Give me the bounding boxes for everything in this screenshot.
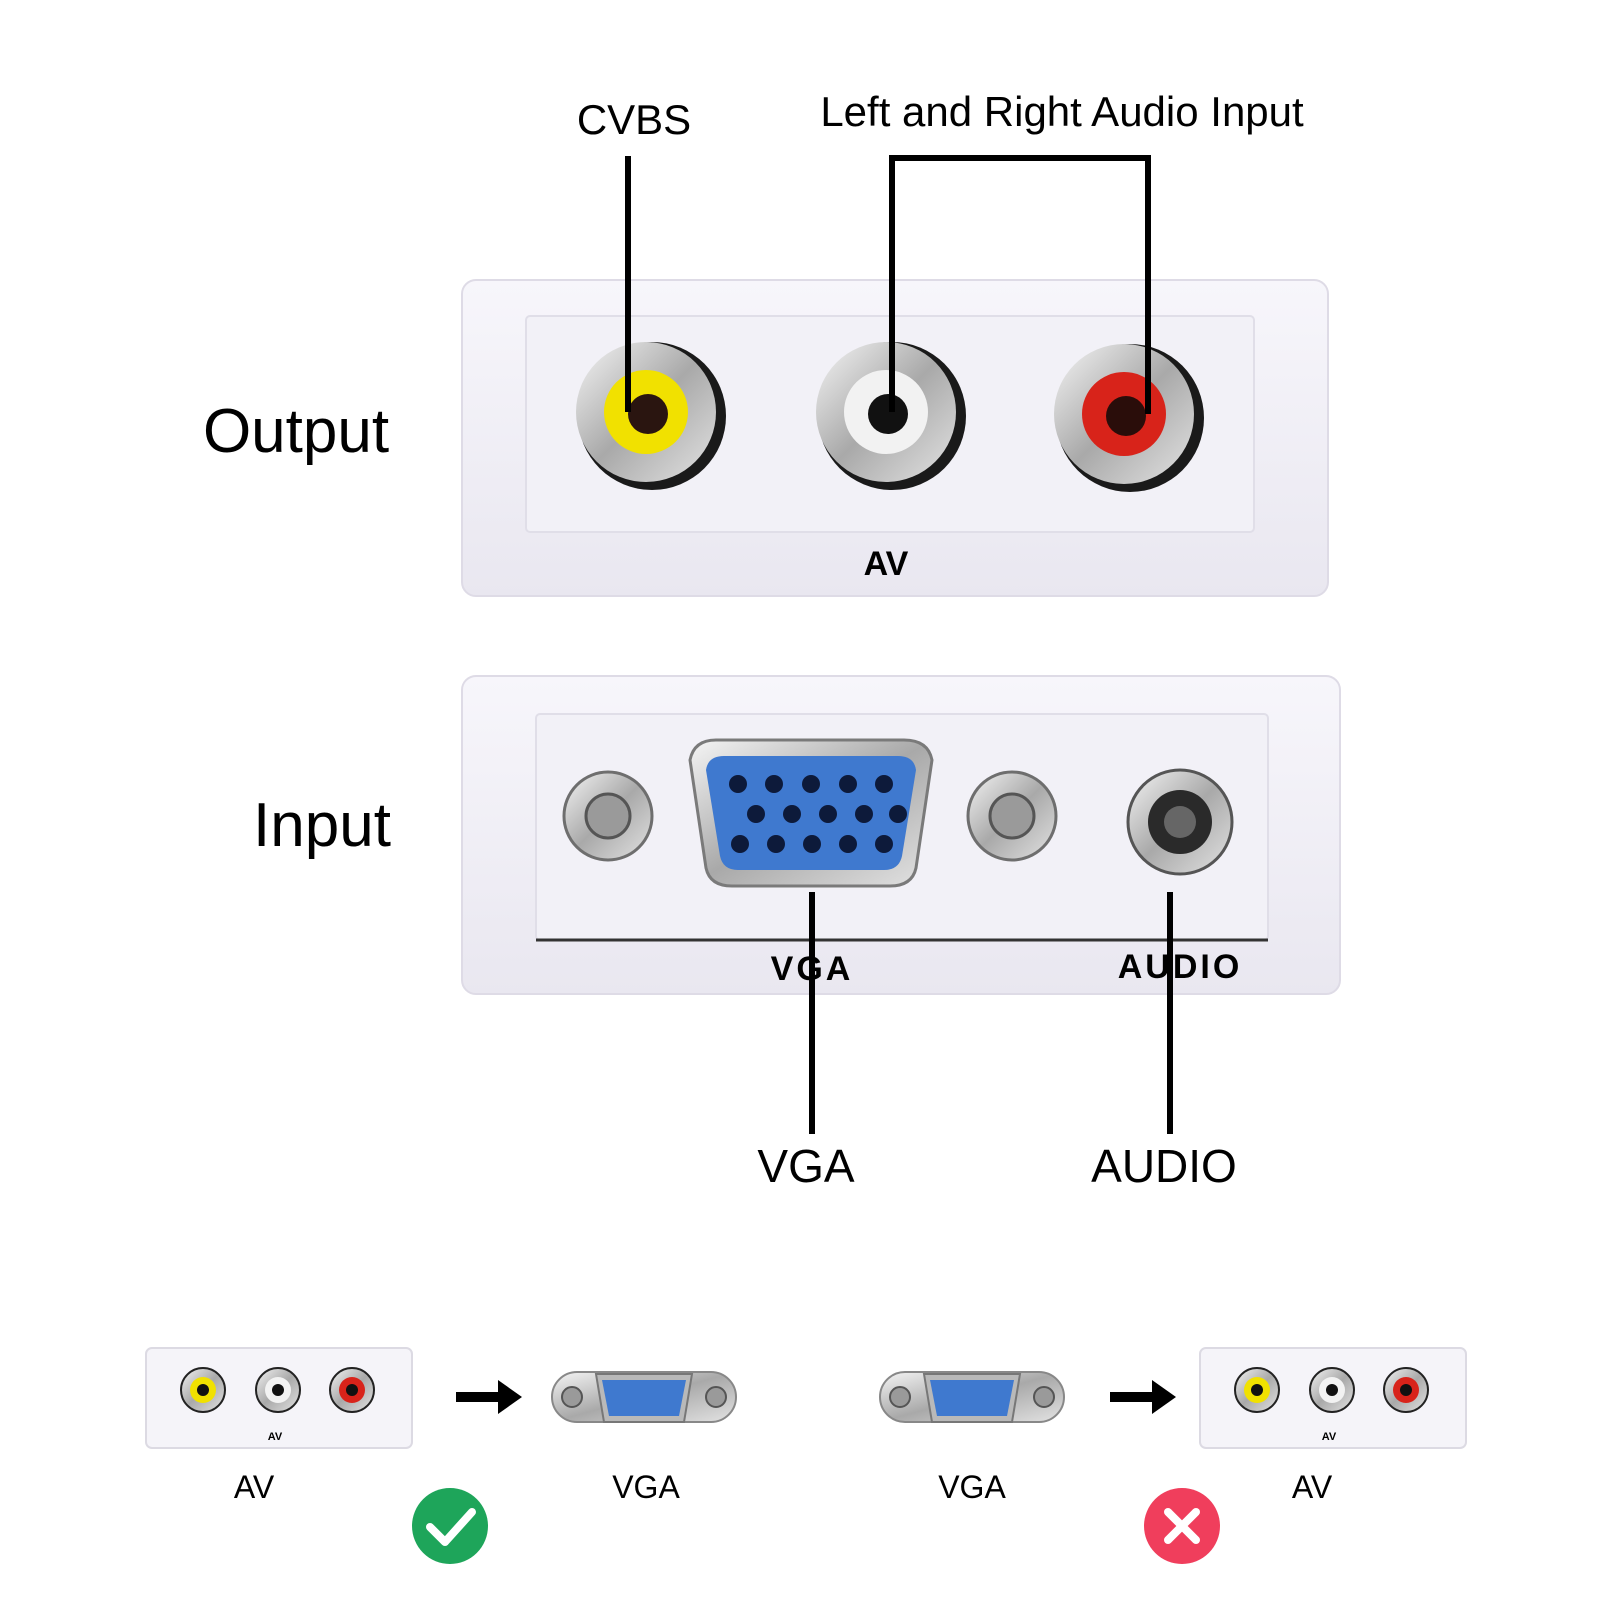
mini-vga-left xyxy=(551,1371,737,1423)
mini-vga-right xyxy=(879,1371,1065,1423)
mini-av-block-right: AV xyxy=(1199,1347,1467,1449)
callout-cvbs: CVBS xyxy=(577,96,691,143)
vga-screw-left xyxy=(562,770,654,862)
bottom-label-ok-to: VGA xyxy=(612,1469,680,1505)
bottom-label-bad-from: VGA xyxy=(938,1469,1006,1505)
vga-input-panel: VGA AUDIO xyxy=(461,675,1341,995)
bottom-label-bad-to: AV xyxy=(1292,1469,1333,1505)
rca-red-jack xyxy=(1054,344,1204,492)
bottom-label-ok-from: AV xyxy=(234,1469,275,1505)
panel-label-av: AV xyxy=(864,545,909,583)
audio-jack xyxy=(1126,768,1234,876)
arrow-right-icon xyxy=(456,1380,522,1414)
input-label: Input xyxy=(253,791,391,860)
check-icon xyxy=(412,1488,488,1564)
callout-vga: VGA xyxy=(757,1140,854,1192)
callout-lines xyxy=(625,155,1173,1134)
vga-port xyxy=(688,738,934,888)
rca-white-jack xyxy=(816,342,966,490)
vga-screw-right xyxy=(966,770,1058,862)
callout-audio: AUDIO xyxy=(1091,1140,1237,1192)
output-label: Output xyxy=(203,397,389,466)
panel-label-audio: AUDIO xyxy=(1118,948,1243,986)
mini-av-label: AV xyxy=(268,1431,283,1443)
av-output-panel: AV xyxy=(461,279,1329,597)
mini-av-label: AV xyxy=(1322,1431,1337,1443)
arrow-right-icon xyxy=(1110,1380,1176,1414)
callout-audio-lr: Left and Right Audio Input xyxy=(820,88,1304,135)
mini-av-block-left: AV xyxy=(145,1347,413,1449)
close-icon xyxy=(1144,1488,1220,1564)
vga-pins xyxy=(729,775,907,853)
